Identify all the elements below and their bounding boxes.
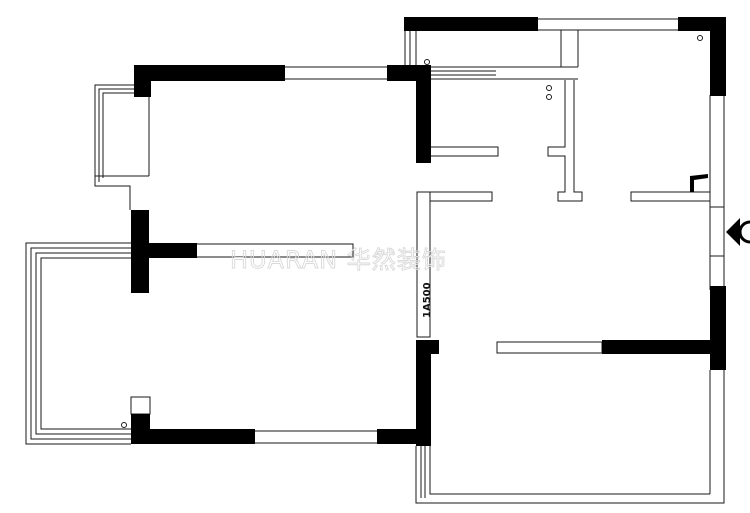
corridor-stub xyxy=(416,191,431,338)
bay-window-lower-inner-2 xyxy=(35,252,131,435)
wall-center-vertical-top xyxy=(416,65,431,163)
watermark-text: HUARAN 华然装饰 xyxy=(230,246,447,274)
bay-window-upper xyxy=(94,84,134,210)
wall-left-room-topleft xyxy=(134,65,151,97)
utility-wall xyxy=(547,80,583,202)
bay-window-lower-outer xyxy=(25,242,131,445)
left-room-small-box xyxy=(130,396,151,415)
wall-right-top xyxy=(710,17,726,96)
bay-window-upper-inner-2 xyxy=(102,92,134,178)
fixture-circle-icon xyxy=(121,422,127,428)
wall-left-room-top-a xyxy=(134,65,285,81)
lower-right-room-inner xyxy=(429,446,710,495)
fixture-circle-icon xyxy=(697,35,703,41)
wall-top-upper-a xyxy=(404,17,538,31)
bay-window-lower-inner-3 xyxy=(40,257,131,430)
entrance-arrow-icon xyxy=(726,218,750,246)
outline-lines xyxy=(25,18,725,504)
lower-right-room-outline xyxy=(415,370,725,504)
wall-lower-partition xyxy=(602,340,726,354)
partition-left-top xyxy=(429,146,499,157)
door-swing-icon xyxy=(690,174,708,192)
partition-left-mid xyxy=(429,191,493,202)
partition-lower xyxy=(496,341,603,354)
fixtures xyxy=(121,35,703,428)
upper-block-left-frame xyxy=(404,30,430,67)
wall-left-partition xyxy=(131,243,197,258)
bay-window-lower-inner-1 xyxy=(30,247,131,440)
dimension-label: 1A500 xyxy=(422,282,433,318)
partition-right-mid xyxy=(630,191,711,202)
fixture-circle-icon xyxy=(546,94,552,100)
structural-walls xyxy=(131,17,726,446)
wall-left-room-bottom-a xyxy=(131,429,255,444)
wall-left-room-bottom-b xyxy=(377,429,431,444)
fixture-circle-icon xyxy=(546,85,552,91)
wall-center-vertical-low xyxy=(416,340,431,446)
fixture-circle-icon xyxy=(424,59,430,65)
bay-window-upper-inner-1 xyxy=(98,88,134,182)
wall-center-nub xyxy=(416,340,439,354)
wall-right-lower xyxy=(710,286,726,370)
